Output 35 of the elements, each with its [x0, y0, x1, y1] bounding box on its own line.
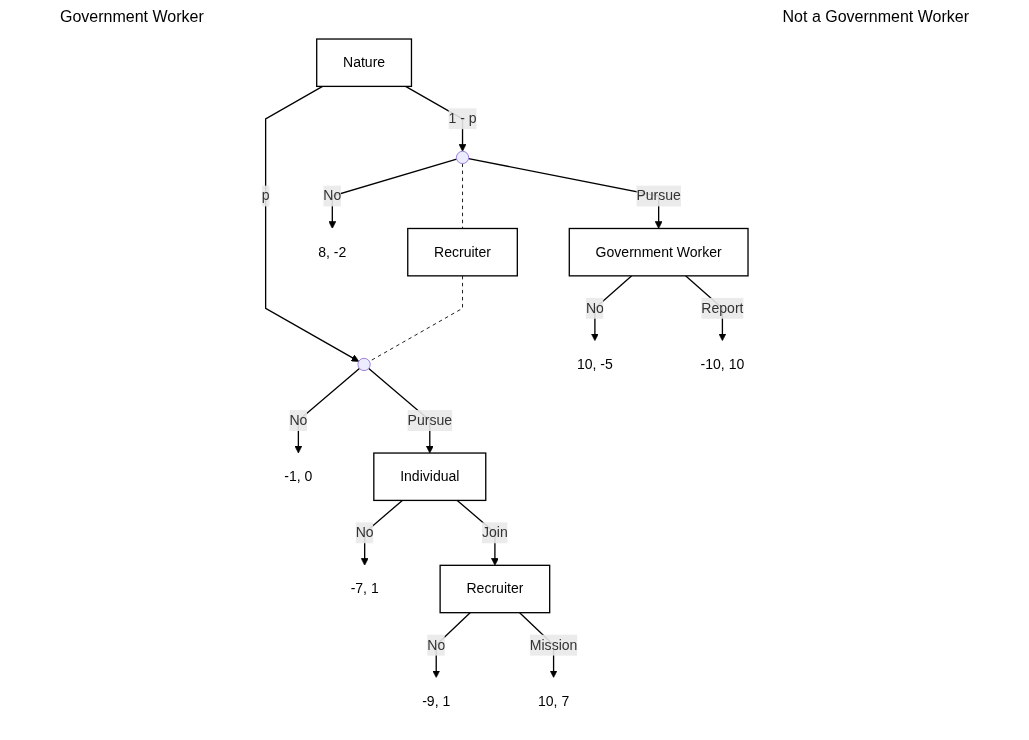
arrow [432, 612, 471, 678]
arrow [265, 85, 360, 362]
edge-label: No [427, 637, 446, 653]
node-circle [456, 150, 470, 164]
node-text: 10, -5 [577, 356, 614, 372]
edge-label: No [355, 524, 374, 540]
edge-label: p [261, 188, 270, 204]
node-box: Recruiter [439, 564, 551, 614]
edge-label: Mission [530, 637, 578, 653]
node-circle [357, 357, 371, 372]
edge-label: Report [701, 300, 744, 316]
node-text: -1, 0 [284, 468, 313, 484]
node-box: Government Worker [568, 227, 749, 277]
connector [369, 275, 464, 362]
node-box: Nature [316, 38, 413, 88]
arrow [361, 499, 404, 566]
arrow [591, 275, 633, 342]
edge-label: No [289, 412, 308, 428]
node-text: 8, -2 [318, 244, 347, 260]
edge-label: No [586, 300, 605, 316]
node-box: Recruiter [407, 227, 519, 277]
node-text: -10, 10 [700, 356, 745, 372]
edge-label: 1 - p [448, 110, 477, 126]
node-box: Individual [373, 452, 487, 502]
edge-label: Pursue [407, 412, 453, 428]
edge-label: No [323, 188, 342, 204]
edge-label: Pursue [636, 188, 682, 204]
edge-label: Join [482, 524, 508, 540]
node-text: 10, 7 [538, 693, 570, 709]
branch-label: Government Worker [60, 8, 204, 27]
node-text: -9, 1 [422, 693, 451, 709]
arrow [294, 367, 361, 454]
branch-label: Not a Government Worker [782, 8, 969, 27]
arrow [328, 158, 458, 229]
node-text: -7, 1 [350, 581, 379, 597]
